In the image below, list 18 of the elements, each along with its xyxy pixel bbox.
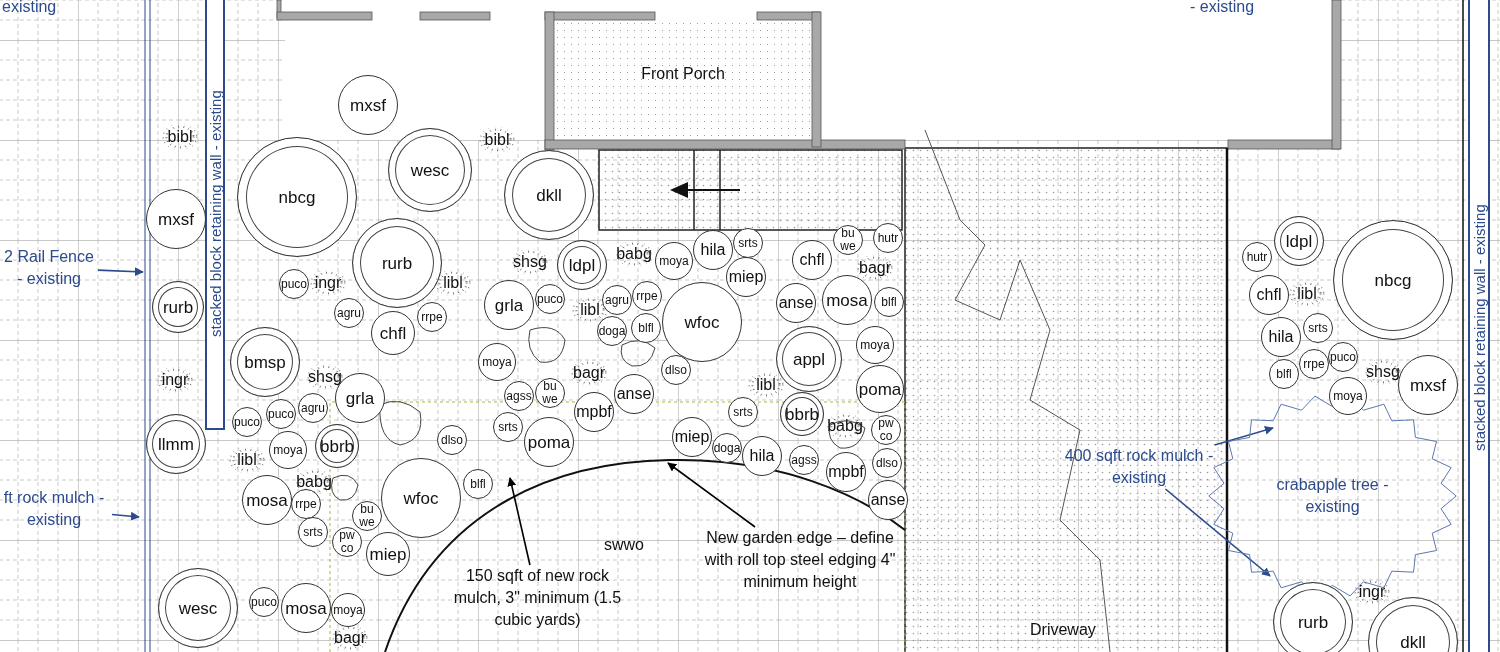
note-text: - existing bbox=[1190, 0, 1255, 16]
note-text: existing bbox=[2, 0, 57, 16]
note-text: ft rock mulch - existing bbox=[0, 487, 112, 531]
leader-arrow bbox=[111, 511, 140, 521]
leader-arrow bbox=[507, 477, 531, 566]
area-label: Driveway bbox=[1030, 621, 1096, 639]
retaining-wall: stacked block retaining wall - existing bbox=[1468, 0, 1490, 652]
note-text: 150 sqft of new rock mulch, 3" minimum (1.5 cubic yards) bbox=[445, 565, 630, 631]
area-label: swwo bbox=[604, 536, 644, 554]
note-text: 400 sqft rock mulch - existing bbox=[1048, 445, 1230, 489]
leader-arrow bbox=[1164, 488, 1271, 577]
fence-line bbox=[144, 0, 151, 652]
leader-arrow bbox=[97, 267, 144, 277]
note-text: New garden edge – define with roll top steel edging 4" minimum height bbox=[700, 527, 900, 593]
retaining-wall: stacked block retaining wall - existing bbox=[205, 0, 225, 430]
leader-arrow bbox=[667, 462, 756, 528]
leader-arrow bbox=[1213, 425, 1274, 446]
note-text: 2 Rail Fence - existing bbox=[0, 246, 98, 290]
